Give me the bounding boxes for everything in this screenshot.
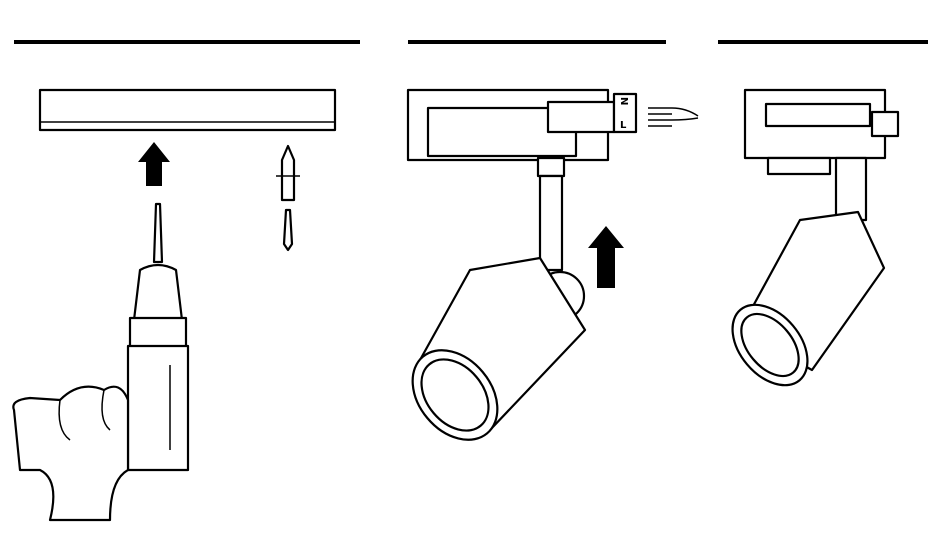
spotlight-icon	[731, 156, 886, 387]
track-adapter-icon: N L	[406, 88, 638, 162]
wall-plug-icon	[276, 144, 300, 202]
terminal-label-l: L	[620, 120, 627, 131]
step-2-header-bar	[408, 40, 666, 44]
drill-icon	[126, 202, 190, 472]
hand-icon	[12, 385, 130, 522]
spotlight-icon	[411, 156, 587, 441]
track-rail-icon	[38, 88, 337, 132]
screw-icon	[282, 208, 294, 252]
up-arrow-icon	[138, 142, 170, 186]
step-3-header-bar	[718, 40, 928, 44]
track-adapter-icon	[743, 88, 900, 176]
up-arrow-icon	[588, 226, 624, 288]
terminal-label-n: N	[618, 97, 629, 105]
wires-icon	[648, 107, 699, 127]
step-1-header-bar	[14, 40, 360, 44]
